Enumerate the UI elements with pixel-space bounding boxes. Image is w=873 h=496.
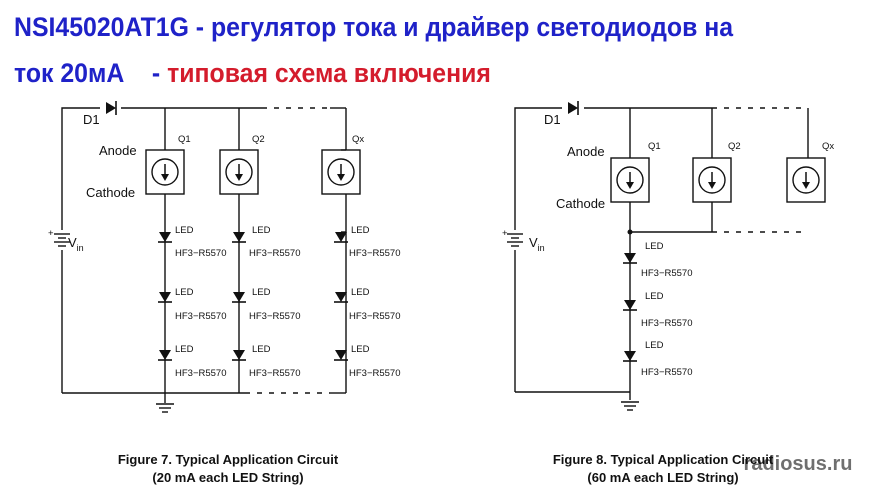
fig8-led-labels: LED HF3−R5570 LED HF3−R5570 LED HF3−R557… — [641, 241, 693, 378]
svg-text:LED: LED — [351, 344, 370, 355]
svg-text:LED: LED — [252, 344, 271, 355]
svg-text:LED: LED — [175, 287, 194, 298]
title-line-2: ток 20мА - типовая схема включения — [14, 60, 491, 87]
svg-text:LED: LED — [252, 225, 271, 236]
svg-text:HF3−R5570: HF3−R5570 — [349, 311, 401, 322]
svg-text:HF3−R5570: HF3−R5570 — [249, 368, 301, 379]
fig8-caption-line1: Figure 8. Typical Application Circuit — [553, 452, 774, 467]
title-line-2-blue: ток 20мА - — [14, 58, 168, 88]
fig8-ground — [620, 401, 640, 411]
fig8-d1-label: D1 — [544, 112, 561, 127]
fig7-vin-label: Vin — [68, 235, 84, 253]
figure-8-circuit — [514, 107, 809, 400]
svg-text:LED: LED — [175, 344, 194, 355]
fig7-led-labels: LED HF3−R5570 LED HF3−R5570 LED HF3−R557… — [175, 225, 401, 379]
fig7-qx-regulator — [321, 149, 361, 195]
svg-text:LED: LED — [645, 291, 664, 302]
fig7-cathode-label: Cathode — [86, 185, 135, 200]
svg-text:LED: LED — [645, 340, 664, 351]
fig8-cathode-label: Cathode — [556, 196, 605, 211]
fig7-plus-sign: + — [48, 228, 54, 239]
fig8-q2-label: Q2 — [728, 141, 741, 152]
fig8-battery — [506, 233, 524, 247]
fig8-q1-label: Q1 — [648, 141, 661, 152]
fig8-q1-regulator — [610, 157, 650, 203]
fig8-qx-label: Qx — [822, 141, 834, 152]
svg-text:HF3−R5570: HF3−R5570 — [175, 248, 227, 259]
watermark: radiosus.ru — [744, 453, 853, 475]
fig7-q1-regulator — [145, 149, 185, 195]
fig8-vin-label: Vin — [529, 235, 545, 253]
fig7-anode-label: Anode — [99, 143, 137, 158]
svg-text:HF3−R5570: HF3−R5570 — [641, 318, 693, 329]
svg-text:HF3−R5570: HF3−R5570 — [175, 368, 227, 379]
fig8-plus-sign: + — [502, 228, 508, 239]
fig8-anode-label: Anode — [567, 144, 605, 159]
fig7-q1-label: Q1 — [178, 134, 191, 145]
fig7-caption-line1: Figure 7. Typical Application Circuit — [118, 452, 339, 467]
svg-text:HF3−R5570: HF3−R5570 — [349, 248, 401, 259]
fig7-qx-label: Qx — [352, 134, 364, 145]
title-line-2-red: типовая схема включения — [167, 58, 491, 88]
fig7-caption-line2: (20 mA each LED String) — [152, 470, 303, 485]
fig8-qx-regulator — [786, 157, 826, 203]
svg-text:HF3−R5570: HF3−R5570 — [349, 368, 401, 379]
fig7-q2-label: Q2 — [252, 134, 265, 145]
svg-text:HF3−R5570: HF3−R5570 — [175, 311, 227, 322]
fig7-d1-label: D1 — [83, 112, 100, 127]
fig8-caption-line2: (60 mA each LED String) — [587, 470, 738, 485]
fig8-d1-diode — [567, 100, 579, 116]
svg-text:HF3−R5570: HF3−R5570 — [641, 367, 693, 378]
svg-text:HF3−R5570: HF3−R5570 — [249, 311, 301, 322]
fig7-ground — [155, 403, 175, 413]
fig7-d1-diode — [105, 100, 117, 116]
svg-text:LED: LED — [252, 287, 271, 298]
fig8-q2-regulator — [692, 157, 732, 203]
svg-text:LED: LED — [645, 241, 664, 252]
title-line-1: NSI45020AT1G - регулятор тока и драйвер … — [14, 12, 734, 42]
svg-text:LED: LED — [175, 225, 194, 236]
svg-text:HF3−R5570: HF3−R5570 — [641, 268, 693, 279]
svg-text:HF3−R5570: HF3−R5570 — [249, 248, 301, 259]
fig7-q2-regulator — [219, 149, 259, 195]
fig8-junction-dot — [627, 229, 633, 235]
svg-text:LED: LED — [351, 225, 370, 236]
svg-text:LED: LED — [351, 287, 370, 298]
